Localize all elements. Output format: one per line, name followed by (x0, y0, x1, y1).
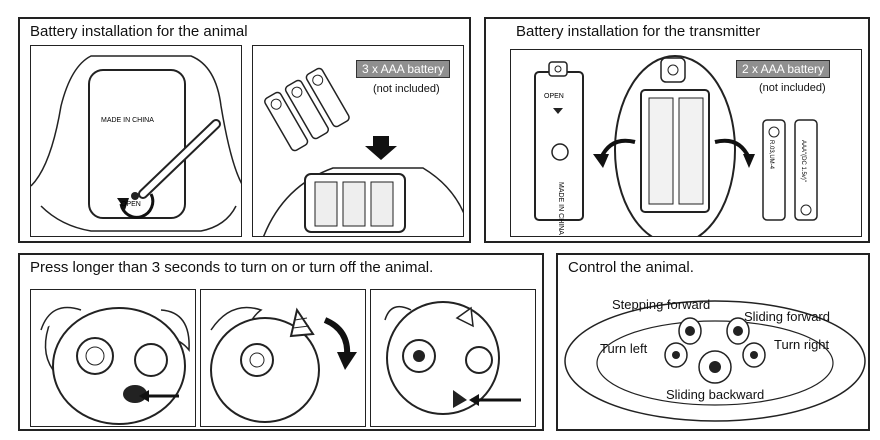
cover-made-in-china-label: MADE IN CHINA (557, 182, 564, 235)
animal-back-svg: MADE IN CHINA OPEN (31, 55, 241, 232)
animal-battery-title: Battery installation for the animal (30, 23, 248, 40)
down-arrow-icon (365, 136, 397, 160)
transmitter-battery-title: Battery installation for the transmitter (516, 23, 761, 40)
rotate-arrow-icon (119, 193, 155, 219)
power-title: Press longer than 3 seconds to turn on o… (30, 259, 434, 276)
animal-battery-panel: Battery installation for the animal MADE… (18, 17, 471, 243)
animal-battery-compartment-illustration: 3 x AAA battery (not included) (252, 45, 464, 237)
control-title: Control the animal. (568, 259, 694, 276)
animal-battery-tag: 3 x AAA battery (356, 60, 451, 78)
dino-nose-button[interactable] (453, 390, 467, 408)
aaa-cell-2 (794, 119, 818, 221)
transmitter-battery-tag: 2 x AAA battery (736, 60, 831, 78)
cell-text-2: AAA"(DC 1.5v)" (800, 140, 806, 182)
label-stepping-forward: Stepping forward (612, 297, 711, 312)
label-sliding-forward: Sliding forward (744, 309, 830, 324)
label-sliding-backward: Sliding backward (666, 387, 765, 402)
made-in-china-label: MADE IN CHINA (101, 117, 154, 124)
aaa-batteries-icon (264, 67, 350, 152)
ce-mark-icon (551, 143, 569, 161)
compartment-svg (263, 67, 463, 236)
label-turn-right: Turn right (774, 337, 830, 352)
open-label: OPEN (121, 201, 141, 208)
dog-illustration (30, 289, 196, 427)
dino-illustration (370, 289, 536, 427)
transmitter-svg: OPEN MADE IN CHINA R.03,UM-4 AAA"(DC 1.5… (534, 55, 818, 236)
unicorn-illustration (200, 289, 366, 427)
remote-svg (564, 300, 866, 422)
screw-icon (131, 192, 139, 200)
unicorn-horn-button[interactable] (289, 307, 315, 338)
animal-back-cover-illustration: MADE IN CHINA OPEN (30, 45, 242, 237)
cover-open-label: OPEN (544, 93, 564, 100)
dog-ear-icon (40, 306, 82, 331)
control-panel: Control the animal. Stepping forward Sli… (556, 253, 870, 431)
label-turn-left: Turn left (600, 341, 648, 356)
press-arrow-icon (139, 390, 149, 402)
curved-arrow-icon (323, 317, 351, 357)
press-arrow-icon (469, 394, 479, 406)
cell-text-1: R.03,UM-4 (768, 140, 774, 170)
aaa-cell-1 (762, 119, 786, 221)
transmitter-battery-note: (not included) (759, 82, 826, 94)
transmitter-battery-panel: Battery installation for the transmitter… (484, 17, 870, 243)
dog-nose-button[interactable] (123, 385, 147, 403)
power-panel: Press longer than 3 seconds to turn on o… (18, 253, 544, 431)
transmitter-illustration: OPEN MADE IN CHINA R.03,UM-4 AAA"(DC 1.5… (510, 49, 862, 237)
dino-head (386, 301, 500, 415)
animal-battery-note: (not included) (373, 83, 440, 95)
